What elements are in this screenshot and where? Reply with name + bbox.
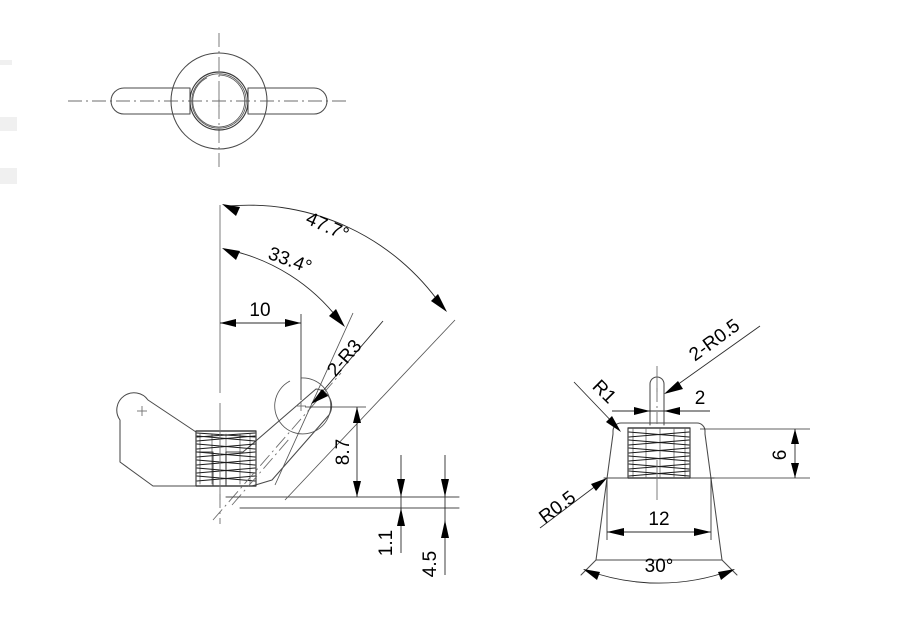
top-view [68,33,348,170]
dim-angle-30-ext-left [580,559,597,576]
dim-6-arrow-top [791,429,799,444]
dim-angle-33-4-label: 33.4° [265,243,314,278]
dim-angle-30-label: 30° [645,556,674,577]
dim-4-5-arrow-top [441,479,449,497]
dim-8-7-arrow-bottom [353,481,361,497]
dim-6: 6 [700,428,810,479]
dim-10-label: 10 [249,300,270,321]
side-view-thread-hatching [628,428,690,478]
dim-10-arrow-right [285,319,301,327]
dim-2-arrow-right [664,407,680,415]
dim-4-5-arrow-bottom [441,520,449,538]
callout-r1-arrow [606,416,621,432]
callout-2-r3-label: 2-R3 [323,336,366,381]
callout-2-r05: 2-R0.5 [664,315,761,394]
scan-artifact-mid [0,117,17,131]
callout-2-r3: 2-R3 [311,320,384,404]
side-view: 2-R0.5 R1 R0.5 2 [535,315,810,584]
dim-angle-30-ext-right [721,559,738,576]
callout-r1: R1 [573,376,621,432]
callout-2-r3-arrow [311,389,328,404]
dim-8-7-label: 8.7 [333,439,354,465]
callout-2-r3-leader [315,320,384,400]
dim-angle-30-arc [585,569,733,584]
callout-r05-arrow [591,478,607,491]
dim-angle-47-7-arc [228,204,442,306]
top-view-thread-major-circle [189,71,249,131]
dim-2: 2 [612,388,710,415]
side-view-body [595,422,723,561]
scan-artifact-bottom [0,168,17,184]
dim-10: 10 [220,300,302,400]
dim-6-arrow-bottom [791,463,799,478]
top-view-thread-inner-circle [191,73,247,129]
top-view-thread-minor-circle [192,74,246,128]
callout-2-r05-leader [669,325,761,391]
dim-angle-33-4-arrow-end [329,309,345,327]
dim-8-7-arrow-top [353,407,361,423]
dim-12-arrow-right [694,528,711,536]
dim-2-label: 2 [695,388,706,409]
dim-4-5-label: 4.5 [420,551,441,577]
front-view-inclined-axis-2 [231,437,291,506]
callout-r1-label: R1 [588,376,620,408]
dim-4-5: 4.5 [420,455,449,577]
dim-angle-33-4: 33.4° [222,243,345,327]
top-view-outer-circle [170,52,268,150]
top-view-right-wing [247,87,328,115]
scan-artifact-top [0,60,12,65]
dim-10-arrow-left [220,319,236,327]
dim-12-label: 12 [648,509,669,530]
front-view-radial-line-outer [284,319,456,501]
dim-angle-47-7-arrow-start [222,204,240,216]
dim-angle-33-4-arrow-start [222,248,240,260]
dim-angle-30-arrow-left [583,569,600,580]
front-view: 47.7° 33.4° 10 [116,204,460,577]
dim-8-7: 8.7 [305,406,366,497]
dim-angle-30: 30° [580,556,738,584]
dim-2-arrow-left [634,407,650,415]
side-view-thread-region [627,427,691,479]
front-view-r3-circle [274,377,332,435]
callout-r05: R0.5 [535,478,607,529]
front-view-thread-hatching [196,432,256,485]
front-view-radial-line-inner [274,312,354,486]
top-view-left-wing [110,87,191,115]
dim-1-1-arrow-top [397,479,405,497]
dim-12: 12 [606,478,712,540]
dim-6-label: 6 [770,450,791,461]
dim-angle-47-7-label: 47.7° [303,208,352,245]
callout-2-r05-arrow [664,381,683,394]
dim-1-1: 1.1 [376,455,405,556]
dim-angle-33-4-arc [228,249,340,321]
callout-r05-leader [539,481,602,529]
dim-angle-30-arrow-right [718,569,735,580]
dim-12-arrow-left [607,528,624,536]
dim-angle-47-7-arrow-end [431,294,447,312]
dim-1-1-label: 1.1 [376,530,397,556]
front-view-left-wing [116,392,214,487]
callout-r05-label: R0.5 [535,487,580,528]
dim-1-1-arrow-bottom [397,508,405,526]
